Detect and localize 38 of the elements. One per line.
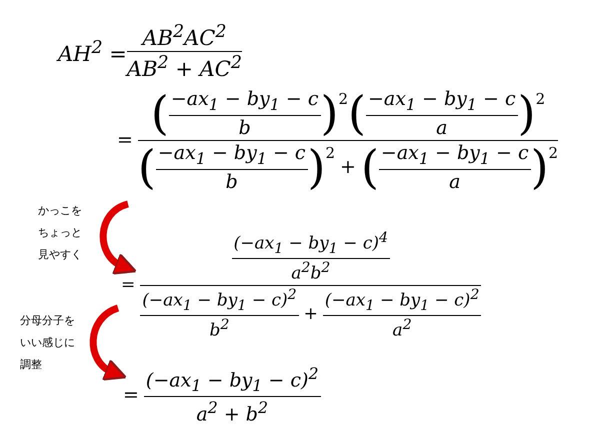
- plus-sign: +: [304, 304, 318, 324]
- math-expression: AH$^{2}$ =: [58, 38, 127, 66]
- math-expression: (−ax$_{1}$ − by$_{1}$ − c)$^{2}$: [146, 364, 319, 396]
- equals-sign: =: [123, 384, 139, 406]
- math-expression: −ax$_{1}$ − by$_{1}$ − c: [380, 142, 529, 168]
- parenthesis: ): [530, 144, 549, 190]
- math-expression: b: [238, 116, 251, 139]
- math-expression: a$^{2}$ + b$^{2}$: [196, 398, 268, 426]
- math-expression: a$^{2}$b$^{2}$: [291, 260, 330, 284]
- parenthesis: ): [320, 90, 338, 136]
- plus-sign: +: [340, 156, 356, 178]
- exponent: 2: [326, 144, 336, 162]
- math-expression: a: [449, 170, 460, 193]
- math-expression: a: [436, 116, 448, 139]
- parenthesis: (: [360, 144, 379, 190]
- math-expression: −ax$_{1}$ − by$_{1}$ − c: [170, 88, 318, 114]
- math-expression: (−ax$_{1}$ − by$_{1}$ − c)$^{2}$: [142, 286, 297, 314]
- exponent: 2: [536, 90, 546, 108]
- exponent: 2: [548, 144, 558, 162]
- math-expression: AB$^{2}$ + AC$^{2}$: [126, 53, 242, 81]
- math-expression: a$^{2}$: [392, 316, 412, 340]
- equals-sign: =: [121, 275, 136, 296]
- math-expression: −ax$_{1}$ − by$_{1}$ − c: [368, 88, 516, 114]
- annotation-note: 分母分子をいい感じに調整: [20, 313, 76, 373]
- math-expression: (−ax$_{1}$ − by$_{1}$ − c)$^{2}$: [324, 286, 480, 314]
- parenthesis: (: [138, 144, 156, 190]
- exponent: 2: [338, 90, 348, 108]
- math-expression: −ax$_{1}$ − by$_{1}$ − c: [158, 142, 306, 168]
- math-expression: AB$^{2}$AC$^{2}$: [142, 22, 226, 50]
- parenthesis: ): [308, 144, 326, 190]
- annotation-note: かっこをちょっと見やすく: [38, 203, 83, 263]
- math-expression: b$^{2}$: [210, 316, 230, 340]
- math-expression: (−ax$_{1}$ − by$_{1}$ − c)$^{4}$: [234, 230, 388, 258]
- math-expression: b: [226, 170, 238, 193]
- equals-sign: =: [117, 129, 133, 152]
- parenthesis: (: [150, 90, 169, 136]
- parenthesis: ): [518, 90, 536, 136]
- parenthesis: (: [348, 90, 366, 136]
